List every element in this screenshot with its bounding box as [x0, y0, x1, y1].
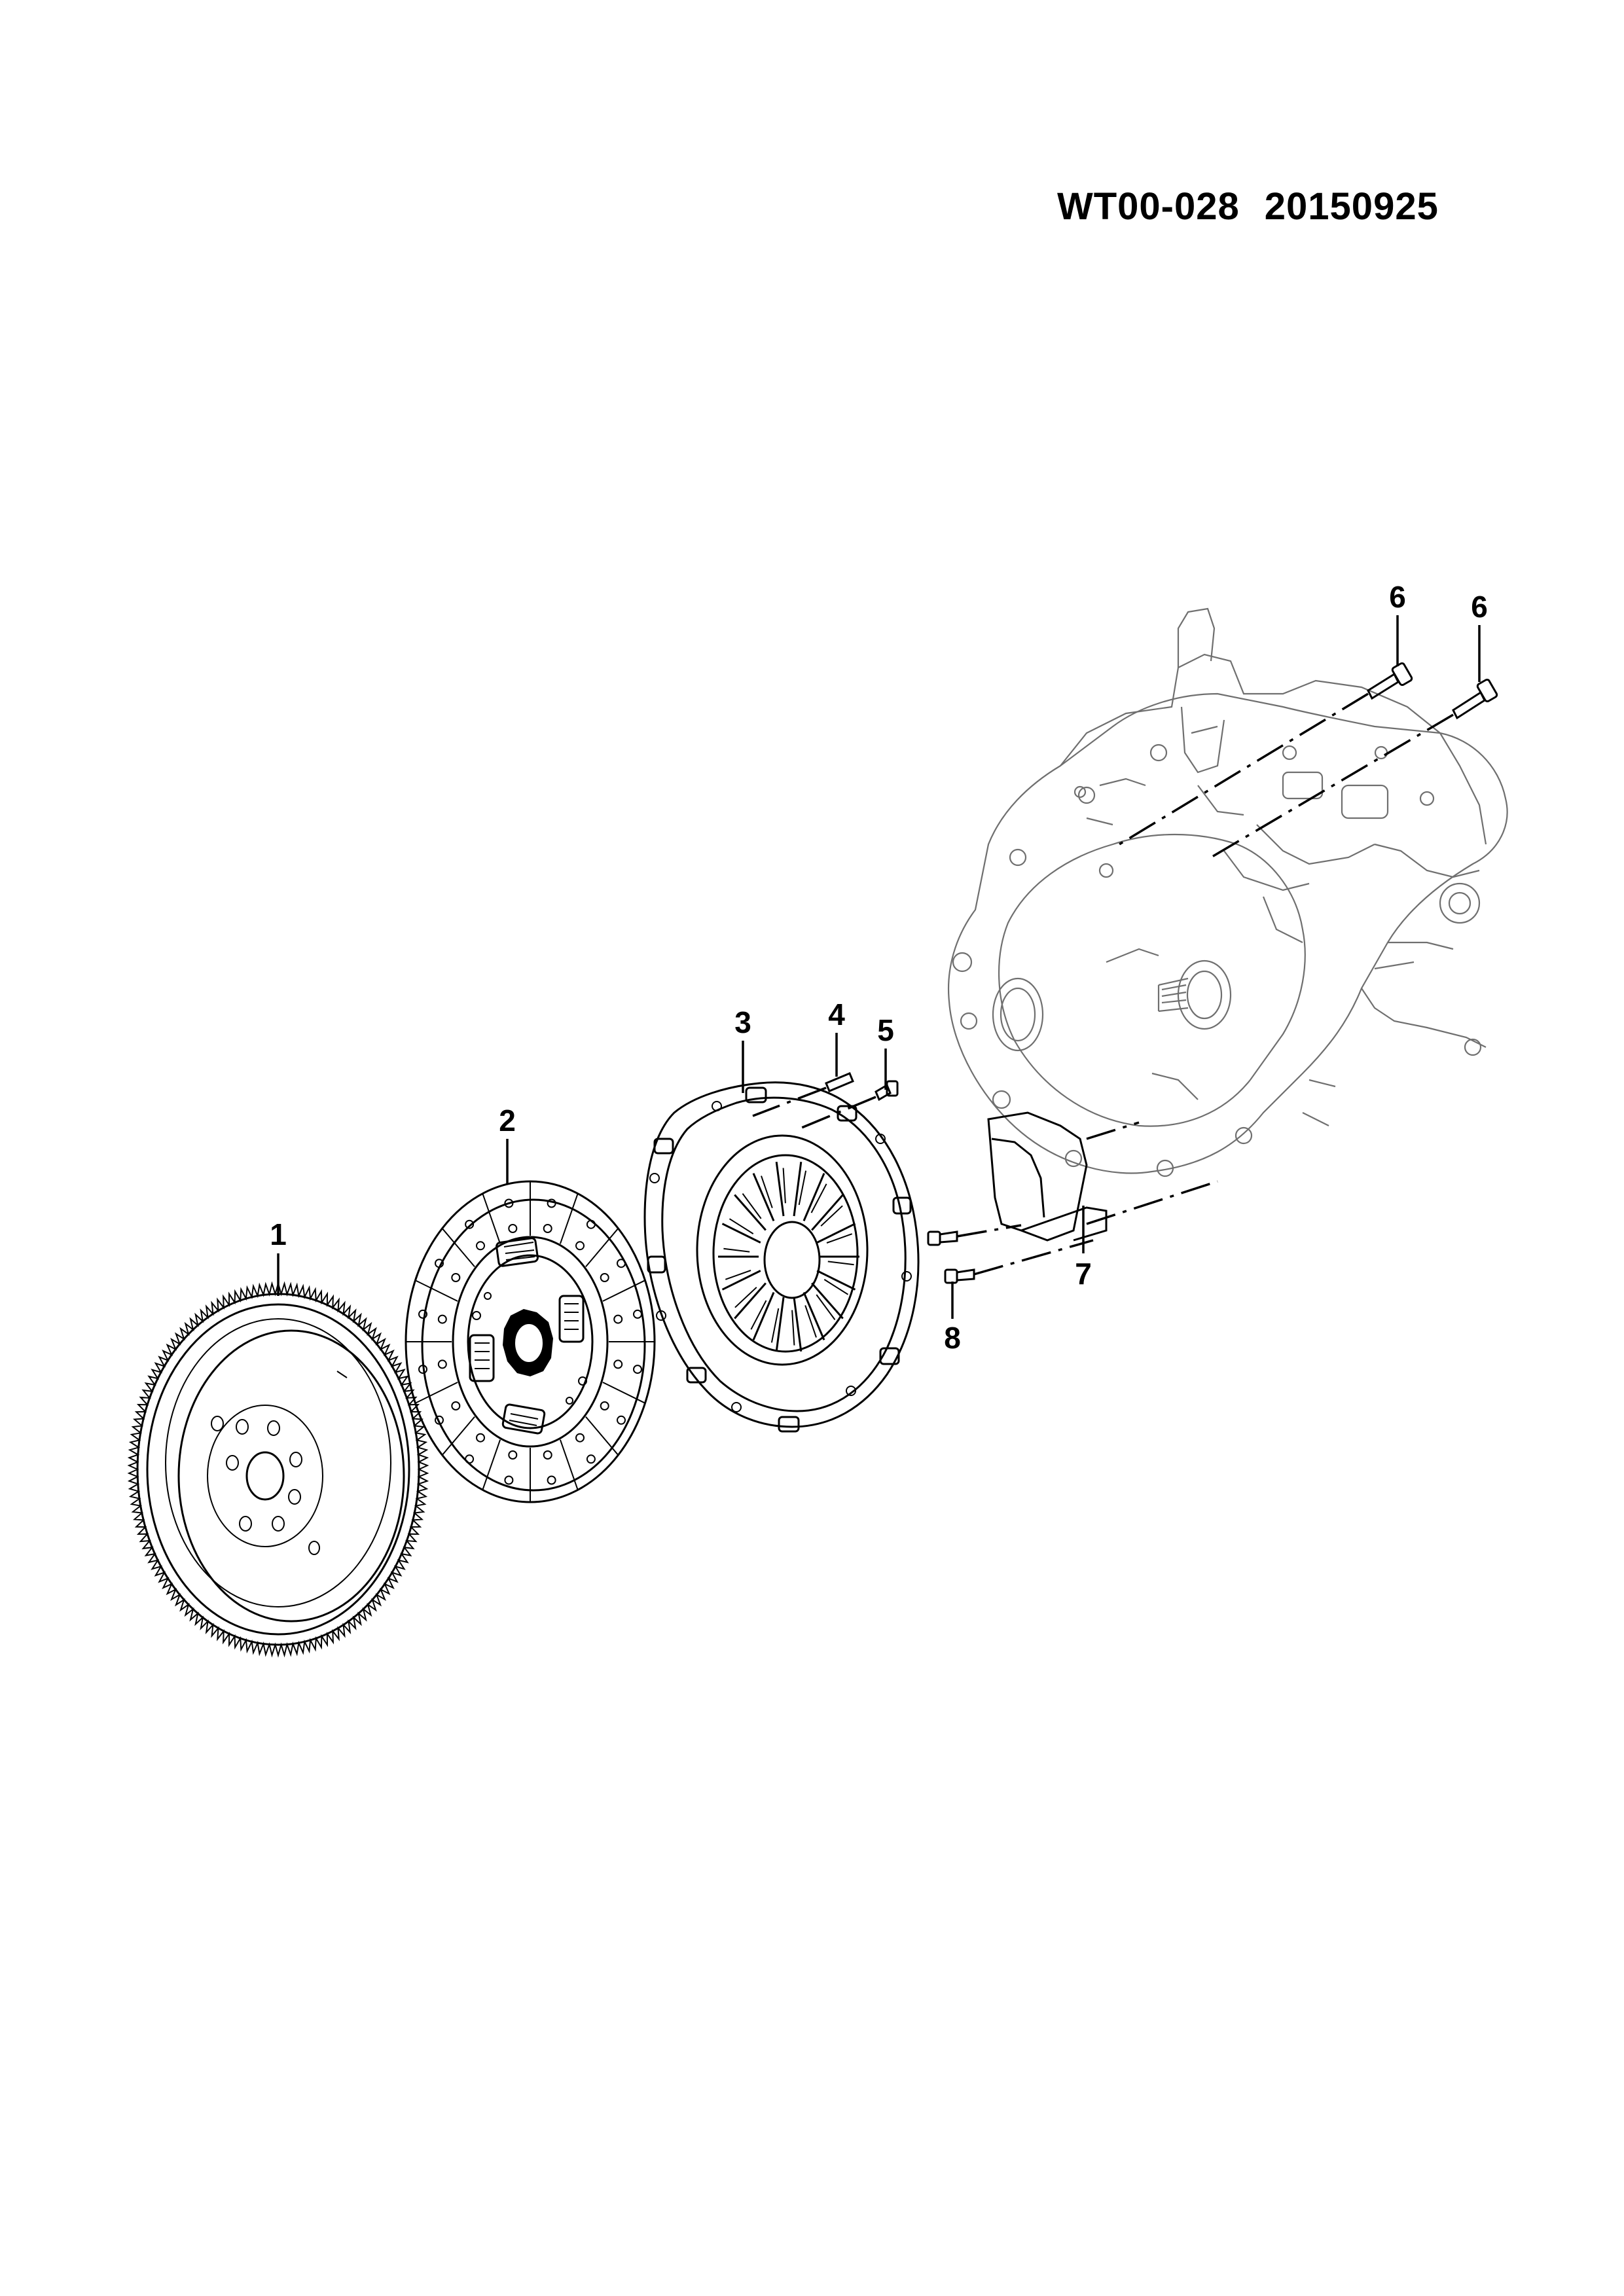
drawing-header: WT00-028 20150925	[1057, 185, 1439, 228]
cover-bolt-upper	[927, 1224, 1022, 1246]
diaphragm-fingers	[718, 1162, 859, 1352]
transmission-bolt-left	[1119, 662, 1413, 846]
clutch-disc	[405, 1180, 656, 1503]
leader-lines	[277, 615, 1481, 1319]
bolt-5	[795, 1080, 899, 1132]
callout-6-left: 6	[1389, 580, 1406, 614]
callout-2: 2	[499, 1103, 516, 1138]
pressure-plate	[643, 1081, 920, 1433]
callout-8: 8	[944, 1321, 961, 1355]
callout-5: 5	[877, 1013, 894, 1047]
date-code: 20150925	[1264, 185, 1439, 228]
callout-7: 7	[1075, 1257, 1092, 1291]
transmission-bolt-right	[1210, 678, 1498, 859]
transmission-housing	[947, 607, 1508, 1177]
cover-bolt-lower	[944, 1239, 1094, 1284]
drawing-code: WT00-028	[1057, 185, 1240, 228]
friction-segments	[406, 1181, 655, 1502]
callout-3: 3	[734, 1005, 751, 1039]
dowel-pin	[752, 1072, 854, 1117]
cover-plate	[987, 1111, 1218, 1242]
callout-6-right: 6	[1471, 590, 1488, 624]
flywheel	[127, 1281, 429, 1658]
callout-1: 1	[270, 1217, 287, 1251]
callout-4: 4	[828, 997, 845, 1031]
ring-gear-teeth	[127, 1281, 429, 1658]
